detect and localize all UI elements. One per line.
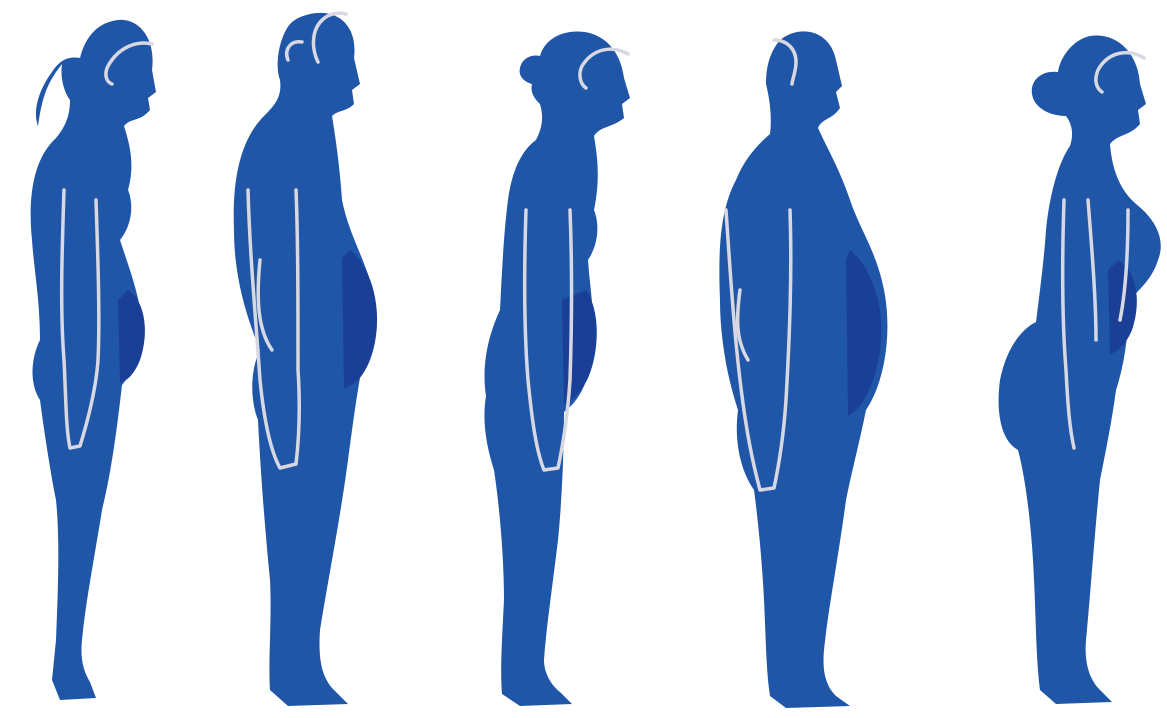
male-silhouette-large-icon [700, 0, 920, 718]
male-silhouette-icon [220, 0, 420, 718]
female-silhouette-ponytail-icon [0, 0, 200, 718]
female-silhouette-curvy-icon [960, 0, 1167, 718]
female-silhouette-bun-icon [460, 0, 660, 718]
